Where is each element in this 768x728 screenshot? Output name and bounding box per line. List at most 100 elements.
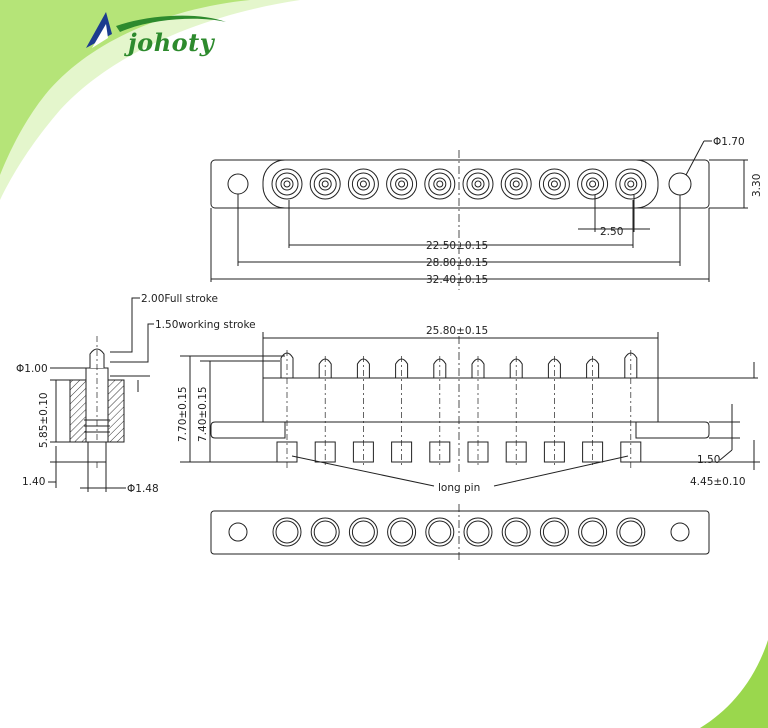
overall-dim-label: 32.40±0.15 <box>426 274 488 286</box>
front-pin-tail <box>391 441 413 463</box>
front-flange-right <box>635 421 710 439</box>
pitch-label: 2.50 <box>600 226 623 238</box>
front-pin-tail <box>467 441 489 463</box>
top-pin-outer-ring <box>615 168 647 200</box>
section-hatch-right <box>107 379 125 443</box>
bottom-pin-inner <box>275 520 299 544</box>
bottom-pin-outer <box>539 517 569 547</box>
side-view: 2.00Full stroke 1.50working stroke Φ1.00… <box>16 293 256 495</box>
top-pin-mid-ring <box>581 172 605 196</box>
hole-diameter-label: Φ1.70 <box>713 136 745 148</box>
top-view-rail <box>262 159 659 209</box>
bottom-pin-outer <box>348 517 378 547</box>
top-pin-outer-ring <box>500 168 532 200</box>
bottom-pin-outer <box>578 517 608 547</box>
working-stroke-label: 1.50working stroke <box>155 319 256 331</box>
top-pin-center <box>627 180 635 188</box>
top-pin-inner-ring <box>586 177 600 191</box>
bottom-view <box>210 504 710 562</box>
tail-length-label: 1.40 <box>22 476 45 488</box>
top-pin-inner-ring <box>280 177 294 191</box>
logo-mark-icon <box>86 12 226 48</box>
bottom-right-swoosh <box>700 640 768 728</box>
full-stroke-label: 2.00Full stroke <box>141 293 218 305</box>
top-pin-group <box>271 168 647 200</box>
top-view: Φ1.70 3.30 2.50 22.50±0.15 28.80±0.15 32 <box>210 136 763 290</box>
full-stroke-leader <box>110 297 140 353</box>
front-pin-tail <box>505 441 527 463</box>
top-pin-center <box>283 180 291 188</box>
bottom-pin-outer <box>310 517 340 547</box>
span-label: 25.80±0.15 <box>426 325 488 337</box>
top-pin-inner-ring <box>624 177 638 191</box>
top-pin-center <box>359 180 367 188</box>
top-pin-center <box>436 180 444 188</box>
top-pin-center <box>474 180 482 188</box>
front-pin-tail <box>543 441 565 463</box>
top-pin-center <box>321 180 329 188</box>
inner-dim-label: 22.50±0.15 <box>426 240 488 252</box>
top-pin-mid-ring <box>504 172 528 196</box>
brand-name: johoty <box>128 28 215 57</box>
bottom-pin-inner <box>428 520 452 544</box>
top-pin-mid-ring <box>466 172 490 196</box>
bottom-pin-inner <box>542 520 566 544</box>
top-pin-inner-ring <box>547 177 561 191</box>
top-pin-inner-ring <box>318 177 332 191</box>
front-pin-tail <box>620 441 642 463</box>
front-pin-tail <box>352 441 374 463</box>
top-pin-center <box>589 180 597 188</box>
top-pin-mid-ring <box>275 172 299 196</box>
bottom-mount-hole-right <box>670 522 690 542</box>
top-pin-mid-ring <box>619 172 643 196</box>
top-pin-inner-ring <box>433 177 447 191</box>
bottom-pin-group <box>272 517 646 547</box>
top-pin-center <box>398 180 406 188</box>
bottom-pin-outer <box>501 517 531 547</box>
inner-height-label: 7.40±0.15 <box>197 386 209 442</box>
mount-hole-left <box>227 173 249 195</box>
brand-logo: johoty <box>80 8 230 60</box>
front-pin-tail <box>314 441 336 463</box>
top-pin-outer-ring <box>424 168 456 200</box>
pin-diameter-label: Φ1.00 <box>16 363 48 375</box>
flange-leader <box>719 449 733 461</box>
top-pin-outer-ring <box>462 168 494 200</box>
bottom-pin-inner <box>313 520 337 544</box>
mid-dim-label: 28.80±0.15 <box>426 257 488 269</box>
bottom-pin-outer <box>616 517 646 547</box>
hole-leader <box>685 140 705 176</box>
bottom-pin-inner <box>619 520 643 544</box>
front-pin-tail <box>582 441 604 463</box>
top-pin-mid-ring <box>428 172 452 196</box>
long-pin-leader-right <box>493 455 629 487</box>
bottom-pin-inner <box>581 520 605 544</box>
bottom-mount-hole-left <box>228 522 248 542</box>
top-pin-center <box>512 180 520 188</box>
top-pin-outer-ring <box>271 168 303 200</box>
top-pin-outer-ring <box>538 168 570 200</box>
front-pin-group <box>276 350 642 468</box>
bottom-pin-inner <box>466 520 490 544</box>
top-pin-outer-ring <box>577 168 609 200</box>
front-flange-left <box>210 421 286 439</box>
bottom-pin-outer <box>272 517 302 547</box>
body-height-label: 5.85±0.10 <box>38 392 50 448</box>
top-pin-inner-ring <box>509 177 523 191</box>
bottom-pin-outer <box>463 517 493 547</box>
top-pin-mid-ring <box>313 172 337 196</box>
top-pin-outer-ring <box>347 168 379 200</box>
top-pin-outer-ring <box>309 168 341 200</box>
top-height-label: 3.30 <box>751 174 763 197</box>
tail-diameter-label: Φ1.48 <box>127 483 159 495</box>
bottom-pin-inner <box>504 520 528 544</box>
front-pin-tail <box>429 441 451 463</box>
top-pin-outer-ring <box>386 168 418 200</box>
bottom-pin-inner <box>351 520 375 544</box>
top-pin-inner-ring <box>395 177 409 191</box>
working-stroke-leader <box>110 323 154 363</box>
top-pin-inner-ring <box>471 177 485 191</box>
barrel-tail <box>87 441 107 463</box>
